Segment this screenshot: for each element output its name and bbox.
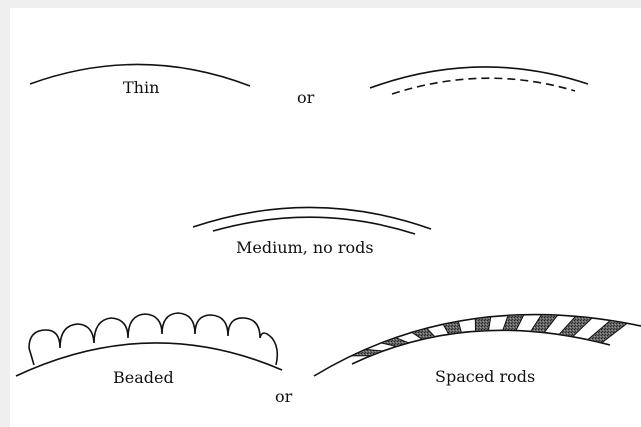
beaded-label: Beaded (113, 368, 174, 387)
diagram-canvas: Thin or Medium, no rods Beaded or Spaced… (10, 8, 641, 427)
thin-label: Thin (123, 78, 159, 97)
rod (475, 317, 491, 332)
membrane-diagram: Thin or Medium, no rods Beaded or Spaced… (10, 8, 641, 427)
rod (443, 321, 461, 334)
rod (588, 320, 628, 343)
thin-alt-membrane-arc (370, 67, 588, 88)
medium-label: Medium, no rods (236, 238, 374, 257)
rod (503, 315, 524, 331)
rod (559, 316, 592, 336)
rod-group (351, 315, 627, 356)
rod (381, 338, 409, 347)
rod (531, 315, 558, 333)
medium-inner-arc (213, 217, 415, 234)
thin-alt-dashed-arc (392, 78, 575, 94)
spaced-rods-label: Spaced rods (435, 367, 535, 386)
rod (351, 349, 383, 356)
or-label-bottom: or (275, 387, 293, 406)
or-label-top: or (297, 88, 315, 107)
medium-outer-arc (193, 207, 431, 229)
rod (412, 328, 435, 339)
beaded-membrane (16, 313, 282, 376)
